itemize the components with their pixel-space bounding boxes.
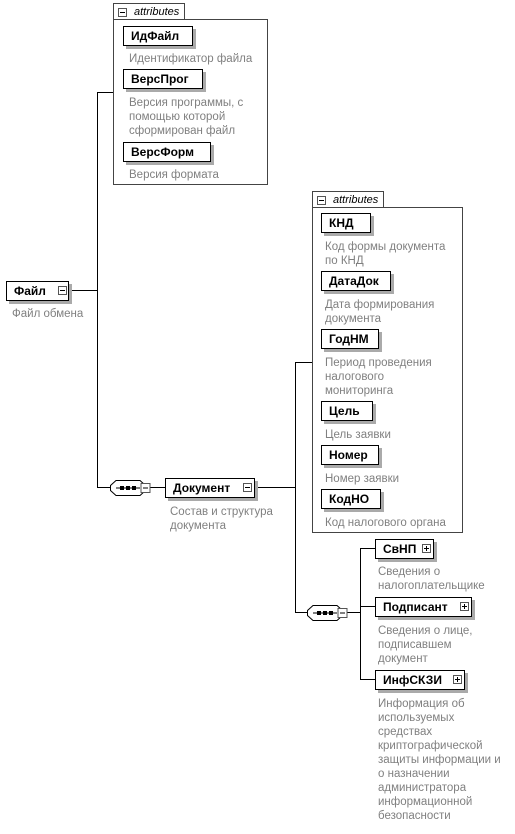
minus-box-icon[interactable] — [58, 286, 67, 295]
attribute-name: КНД — [329, 216, 354, 230]
element-name: ИнфСКЗИ — [383, 673, 442, 687]
sequence-compositor-icon[interactable] — [110, 480, 152, 496]
minus-box-icon[interactable] — [243, 483, 252, 492]
attribute-description: Цель заявки — [325, 428, 391, 442]
plus-box-icon[interactable] — [460, 602, 469, 611]
element-description: Состав и структура документа — [170, 505, 273, 533]
attribute-Номер[interactable]: Номер — [321, 445, 379, 465]
element-name: Файл — [14, 284, 46, 298]
desc-line: Цель заявки — [325, 429, 391, 441]
desc-line: используемых — [378, 712, 455, 724]
root-element-Файл[interactable]: Файл — [6, 281, 69, 301]
desc-line: подписавшем — [378, 639, 452, 651]
attribute-description: Идентификатор файла — [129, 52, 252, 66]
desc-line: Версия программы, с — [129, 97, 244, 109]
desc-line: о назначении — [378, 768, 450, 780]
desc-line: Состав и структура — [170, 506, 273, 518]
attributes-label: attributes — [134, 6, 180, 18]
desc-line: по КНД — [325, 255, 364, 267]
attribute-description: Период проведения налогового мониторинга — [325, 356, 432, 398]
attributes-label: attributes — [333, 194, 379, 206]
desc-line: информационной — [378, 796, 473, 808]
element-description: Файл обмена — [12, 308, 84, 320]
element-Подписант[interactable]: Подписант — [375, 597, 472, 617]
element-description: Информация об используемых средствах кри… — [378, 697, 501, 823]
attribute-description: Версия формата — [129, 168, 219, 182]
attribute-name: ИдФайл — [131, 29, 180, 43]
desc-line: сформирован файл — [129, 125, 236, 137]
element-name: СвНП — [383, 542, 417, 556]
desc-line: документ — [378, 653, 428, 665]
element-description: Сведения о лице, подписавшем документ — [378, 624, 473, 666]
document-attributes-box — [312, 207, 463, 533]
attribute-name: ВерсФорм — [131, 145, 194, 159]
desc-line: Код налогового органа — [325, 517, 446, 529]
attribute-КНД[interactable]: КНД — [321, 213, 371, 233]
desc-line: Версия формата — [129, 169, 219, 181]
attribute-description: Код формы документа по КНД — [325, 240, 445, 268]
desc-line: Код формы документа — [325, 241, 446, 253]
element-name: Документ — [173, 481, 231, 495]
attribute-ВерсФорм[interactable]: ВерсФорм — [123, 142, 211, 162]
attribute-ДатаДок[interactable]: ДатаДок — [321, 271, 391, 291]
attribute-name: Номер — [329, 448, 368, 462]
document-attributes-header[interactable]: attributes — [312, 191, 384, 208]
element-ИнфСКЗИ[interactable]: ИнфСКЗИ — [375, 670, 465, 690]
desc-line: помощью которой — [129, 111, 226, 123]
minus-box-icon[interactable] — [317, 196, 326, 205]
attribute-description: Код налогового органа — [325, 516, 446, 530]
element-СвНП[interactable]: СвНП — [375, 539, 434, 559]
desc-line: Сведения о лице, — [378, 625, 473, 637]
attribute-description: Номер заявки — [325, 472, 399, 486]
element-description: Сведения о налогоплательщике — [378, 565, 485, 593]
attribute-name: Цель — [329, 404, 360, 418]
attribute-name: КодНО — [329, 492, 370, 506]
root-attributes-header[interactable]: attributes — [113, 3, 185, 20]
desc-line: администратора — [378, 782, 467, 794]
desc-line: документа — [325, 313, 382, 325]
attribute-ИдФайл[interactable]: ИдФайл — [123, 26, 193, 46]
desc-line: Номер заявки — [325, 473, 400, 485]
desc-line: мониторинга — [325, 385, 394, 397]
plus-box-icon[interactable] — [422, 544, 431, 553]
sequence-compositor-icon[interactable] — [307, 605, 349, 621]
element-Документ[interactable]: Документ — [165, 478, 255, 498]
attribute-ВерсПрог[interactable]: ВерсПрог — [123, 69, 203, 89]
attribute-ГодНМ[interactable]: ГодНМ — [321, 329, 379, 349]
attribute-description: Версия программы, с помощью которой сфор… — [129, 96, 243, 138]
desc-line: Информация об — [378, 698, 465, 710]
desc-line: Дата формирования — [325, 299, 435, 311]
attribute-Цель[interactable]: Цель — [321, 401, 373, 421]
attribute-description: Дата формирования документа — [325, 298, 434, 326]
desc-line: Сведения о — [378, 566, 441, 578]
element-name: Подписант — [383, 600, 448, 614]
desc-line: налогового — [325, 371, 385, 383]
desc-line: средствах — [378, 726, 433, 738]
attribute-name: ДатаДок — [329, 274, 379, 288]
desc-line: Период проведения — [325, 357, 432, 369]
desc-line: документа — [170, 520, 227, 532]
desc-line: защиты информации и — [378, 754, 501, 766]
desc-line: налогоплательщике — [378, 580, 485, 592]
desc-line: Идентификатор файла — [129, 53, 253, 65]
attribute-name: ВерсПрог — [131, 72, 189, 86]
attribute-name: ГодНМ — [329, 332, 369, 346]
desc-line: криптографической — [378, 740, 483, 752]
minus-box-icon[interactable] — [118, 8, 127, 17]
attribute-КодНО[interactable]: КодНО — [321, 489, 381, 509]
desc-line: безопасности — [378, 810, 451, 822]
plus-box-icon[interactable] — [453, 675, 462, 684]
